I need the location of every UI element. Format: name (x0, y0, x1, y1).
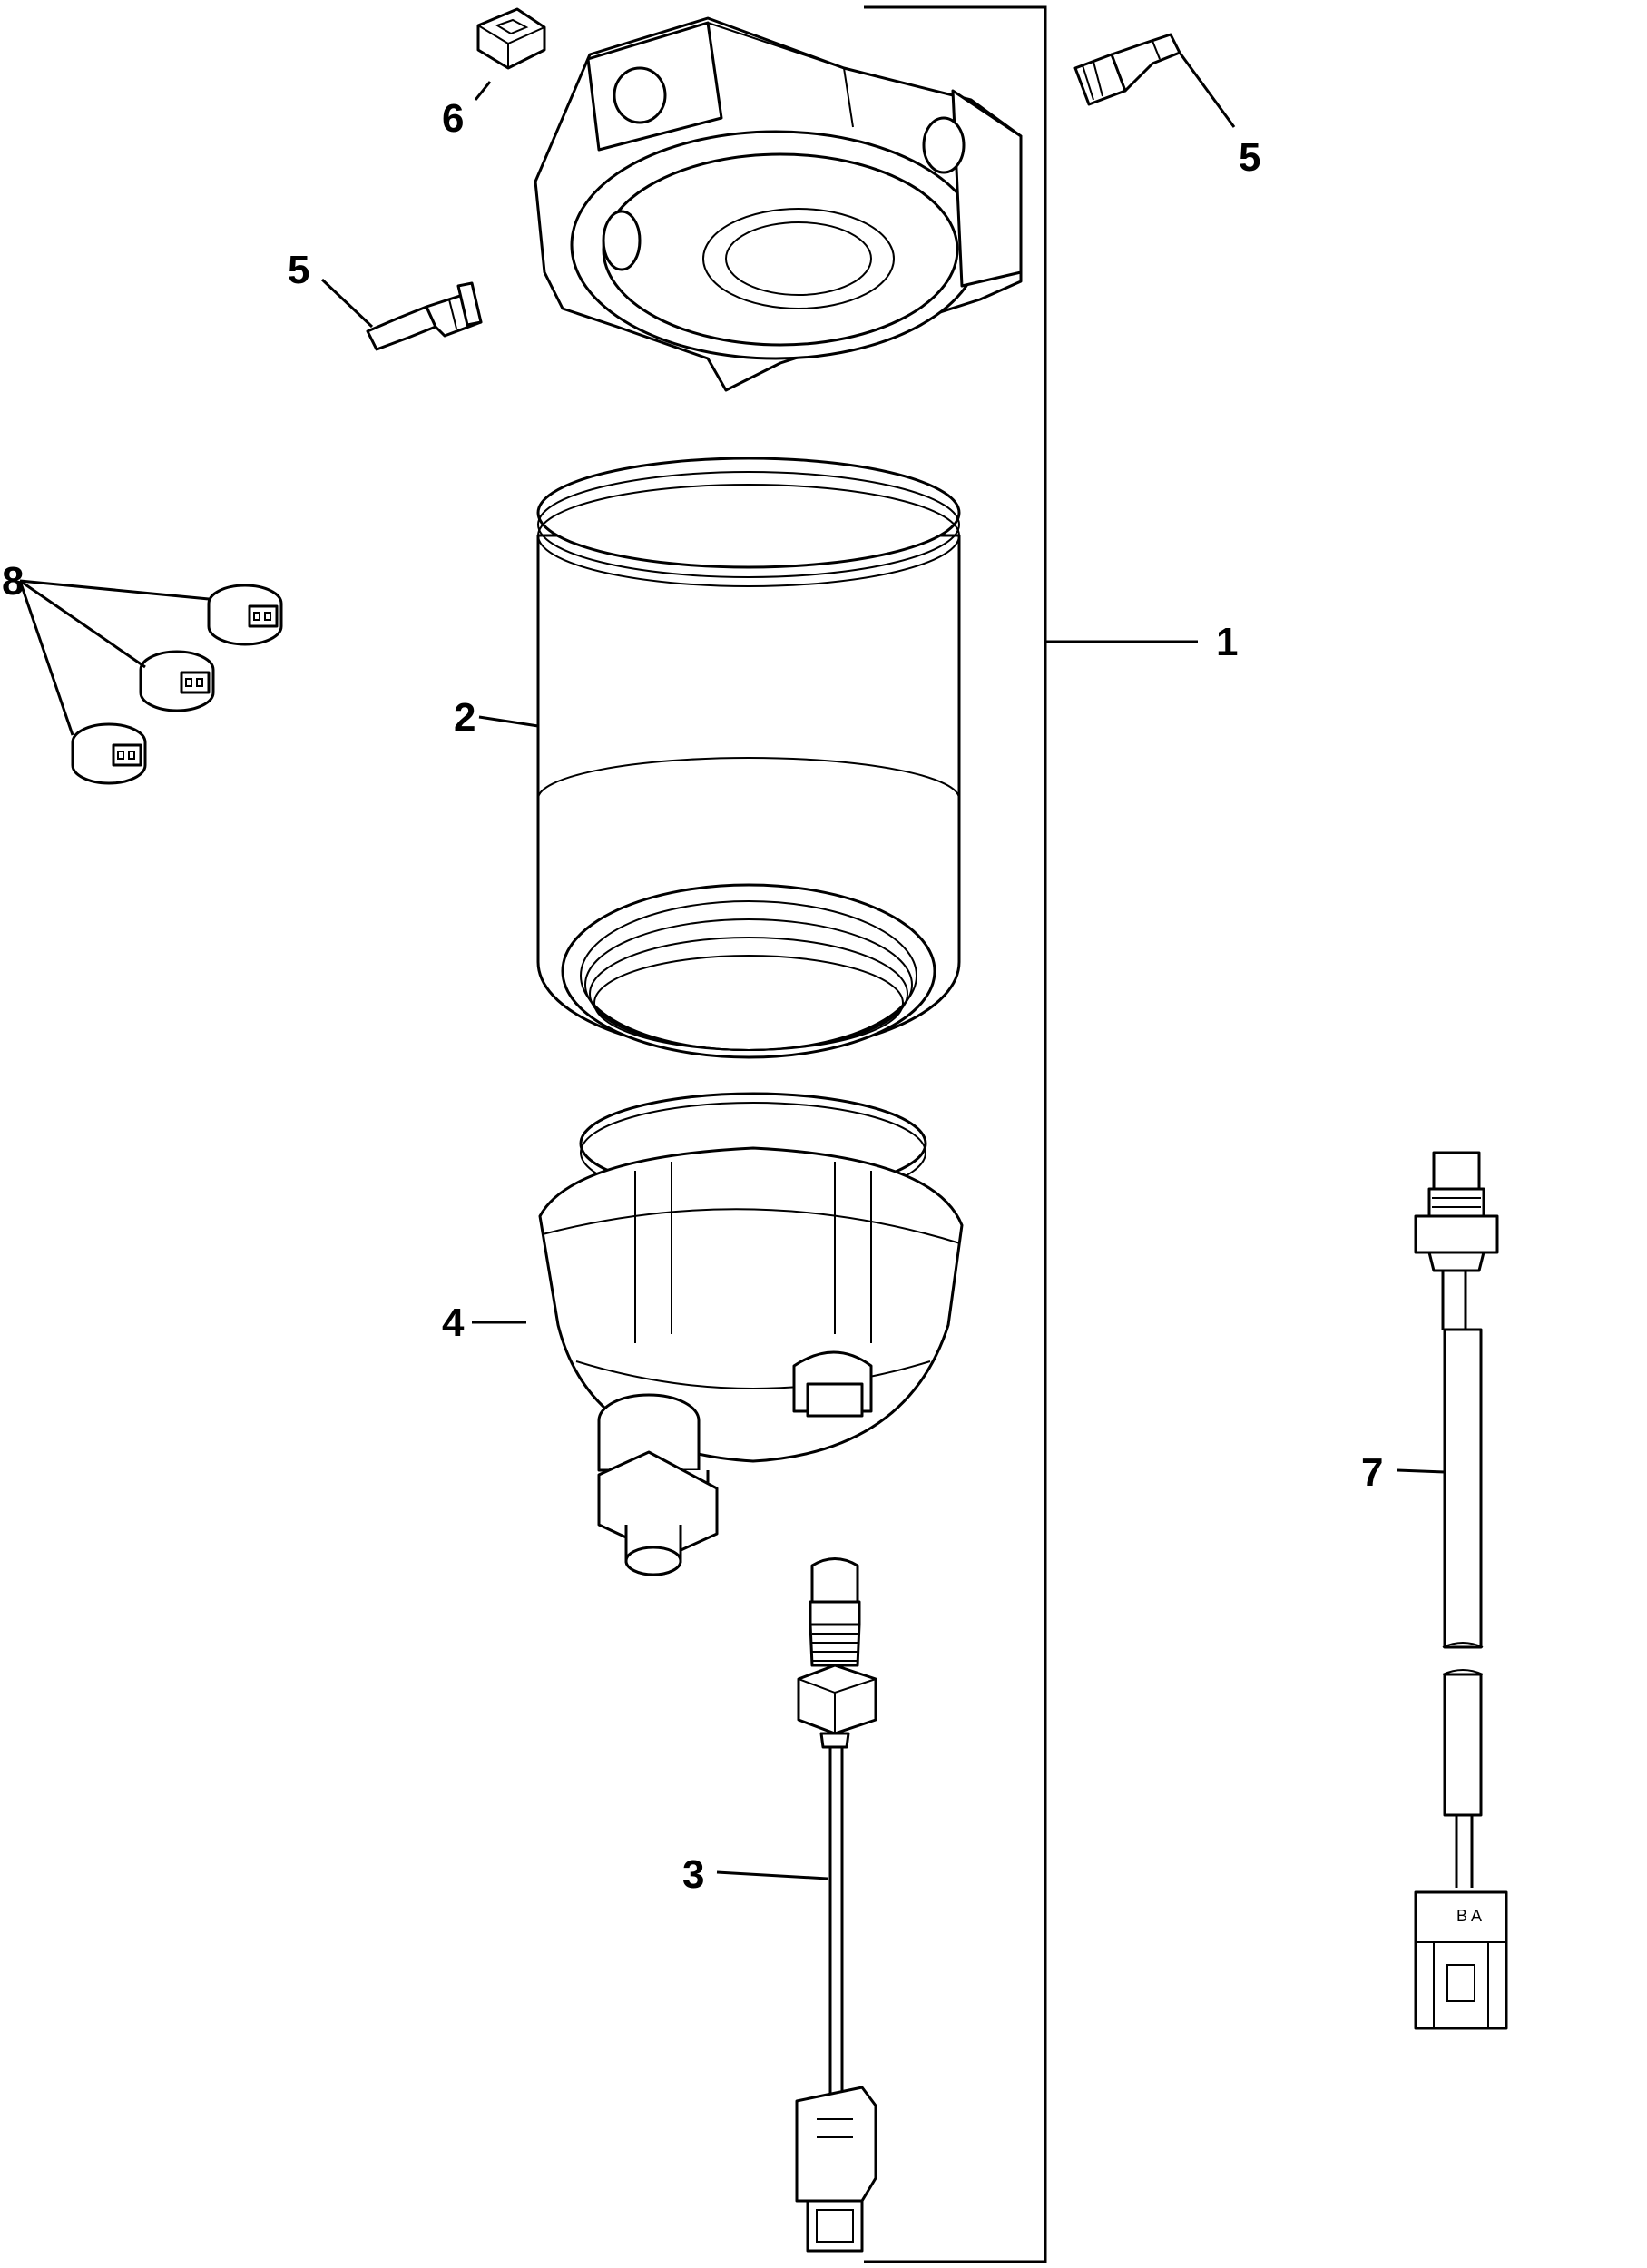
callout-7: 7 (1361, 1450, 1383, 1495)
part-5-fitting-upper (1073, 33, 1236, 128)
part-7-wiring-harness: B A (1397, 1151, 1508, 2030)
callout-4: 4 (442, 1301, 465, 1345)
part-4-bowl (472, 1092, 964, 1576)
part-5-fitting-left (320, 278, 483, 351)
clamp-bottom (71, 722, 147, 785)
clamp-top (207, 584, 283, 646)
callout-2: 2 (454, 695, 475, 740)
callout-6: 6 (442, 96, 464, 141)
callout-8: 8 (2, 559, 24, 604)
filter-head (534, 16, 1023, 392)
part-6-plug (474, 7, 546, 101)
callout-1: 1 (1216, 620, 1238, 664)
svg-text:B A: B A (1456, 1907, 1482, 1925)
callout-5-upper: 5 (1239, 135, 1260, 180)
assembly-bracket (864, 5, 1198, 2263)
callout-5-left: 5 (288, 248, 309, 292)
part-2-filter-element (478, 457, 961, 1059)
part-8-hose-clamps (18, 579, 283, 785)
callout-3: 3 (682, 1852, 704, 1897)
clamp-middle (139, 650, 215, 712)
part-3-water-sensor (716, 1557, 877, 2253)
